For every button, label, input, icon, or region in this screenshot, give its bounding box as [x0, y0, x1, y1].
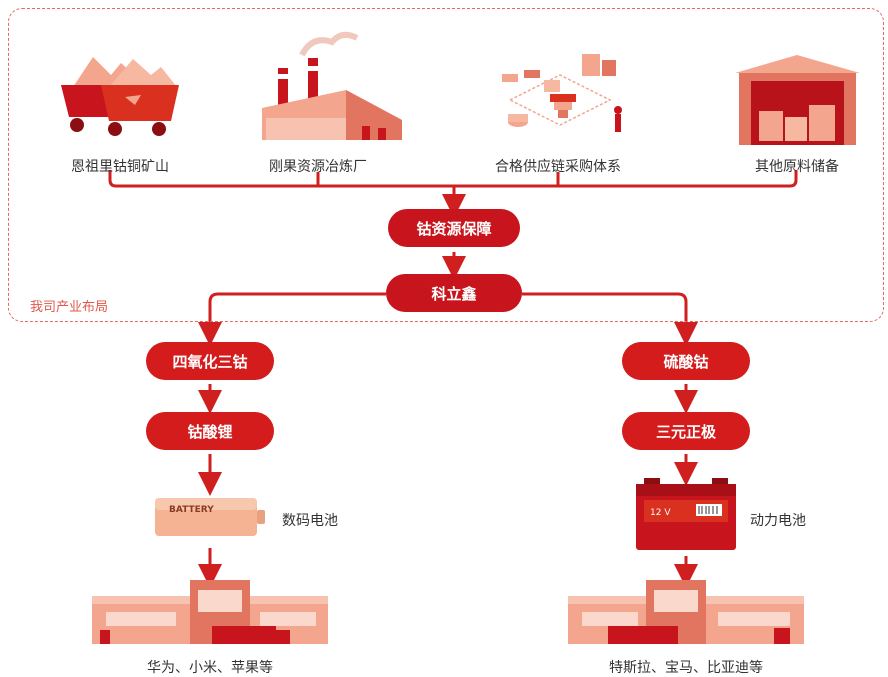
retail-building-icon [92, 580, 328, 644]
car-battery-icon: 12 V [636, 478, 736, 550]
smelter-factory-icon [262, 31, 402, 140]
source-warehouse-label: 其他原料储备 [755, 159, 839, 175]
company-layout-boundary [8, 8, 884, 322]
power-battery-label: 动力电池 [750, 513, 806, 529]
battery-icon: BATTERY [155, 498, 265, 536]
car-battery-label: 12 V [650, 508, 671, 518]
source-supply-chain-label: 合格供应链采购体系 [495, 159, 621, 175]
layout-label: 我司产业布局 [30, 300, 109, 315]
battery-label: BATTERY [169, 505, 214, 515]
left-product2-node: 钴酸锂 [146, 412, 274, 450]
warehouse-icon [735, 55, 860, 145]
factory-building-icon [568, 580, 804, 644]
source-smelter-label: 刚果资源冶炼厂 [269, 159, 367, 175]
company-node: 科立鑫 [386, 274, 522, 312]
right-product2-node: 三元正极 [622, 412, 750, 450]
digital-battery-label: 数码电池 [282, 513, 338, 529]
source-mine-label: 恩祖里钴铜矿山 [71, 159, 169, 175]
left-product1-node: 四氧化三钴 [146, 342, 274, 380]
cobalt-guarantee-node: 钴资源保障 [388, 209, 520, 247]
left-customers-label: 华为、小米、苹果等 [147, 660, 273, 676]
right-product1-node: 硫酸钴 [622, 342, 750, 380]
supply-chain-icon [502, 54, 622, 132]
mine-cart-icon [61, 57, 179, 136]
right-customers-label: 特斯拉、宝马、比亚迪等 [609, 660, 763, 676]
